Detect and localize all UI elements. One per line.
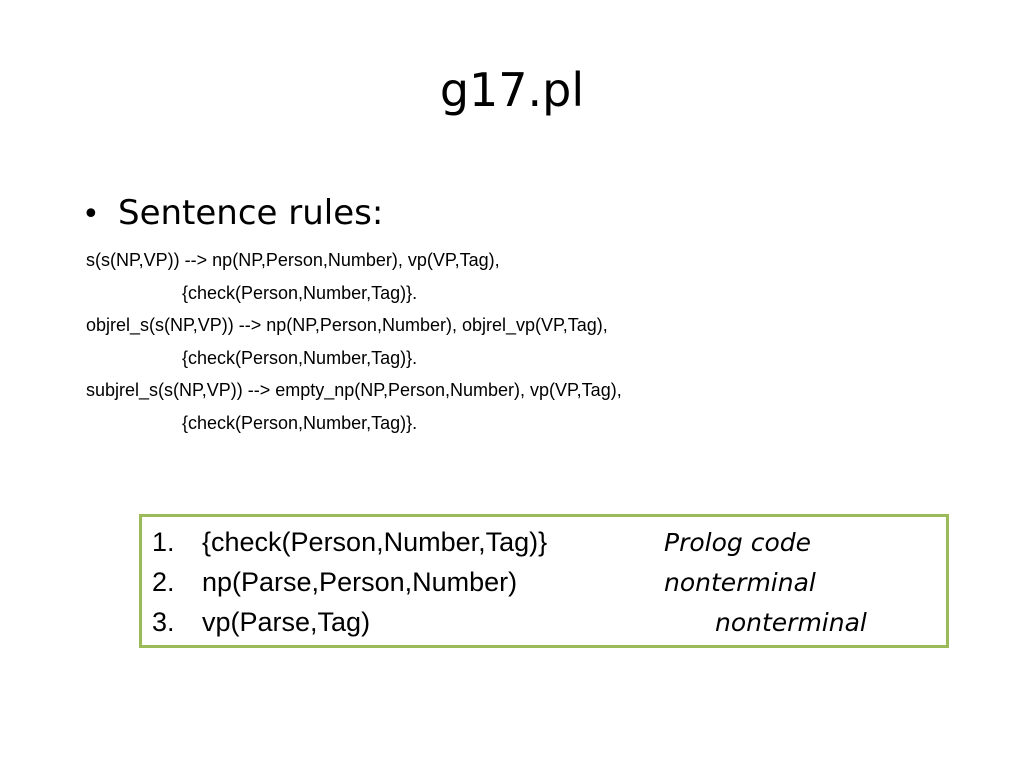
rule-line: subjrel_s(s(NP,VP)) --> empty_np(NP,Pers… <box>86 380 622 400</box>
list-number: 3. <box>152 607 175 637</box>
bullet-icon: • <box>82 197 100 232</box>
list-note: nonterminal <box>664 568 816 597</box>
list-number: 2. <box>152 567 175 597</box>
rule-line-continuation: {check(Person,Number,Tag)}. <box>182 412 418 433</box>
grammar-rules: s(s(NP,VP)) --> np(NP,Person,Number), vp… <box>86 244 622 439</box>
slide-title: g17.pl <box>439 63 585 117</box>
list-code: {check(Person,Number,Tag)} <box>202 527 548 557</box>
summary-box: 1. {check(Person,Number,Tag)} Prolog cod… <box>139 514 949 648</box>
bullet-item: • Sentence rules: <box>82 190 383 238</box>
list-number: 1. <box>152 527 175 557</box>
list-note: Prolog code <box>664 528 811 557</box>
rule-line-continuation: {check(Person,Number,Tag)}. <box>182 347 418 368</box>
rule-line-continuation: {check(Person,Number,Tag)}. <box>182 282 418 303</box>
list-code: np(Parse,Person,Number) <box>202 567 518 597</box>
rule-line: s(s(NP,VP)) --> np(NP,Person,Number), vp… <box>86 250 500 270</box>
list-note: nonterminal <box>715 608 867 637</box>
bullet-text: Sentence rules: <box>118 193 384 233</box>
rule-line: objrel_s(s(NP,VP)) --> np(NP,Person,Numb… <box>86 315 608 335</box>
list-code: vp(Parse,Tag) <box>202 607 371 637</box>
